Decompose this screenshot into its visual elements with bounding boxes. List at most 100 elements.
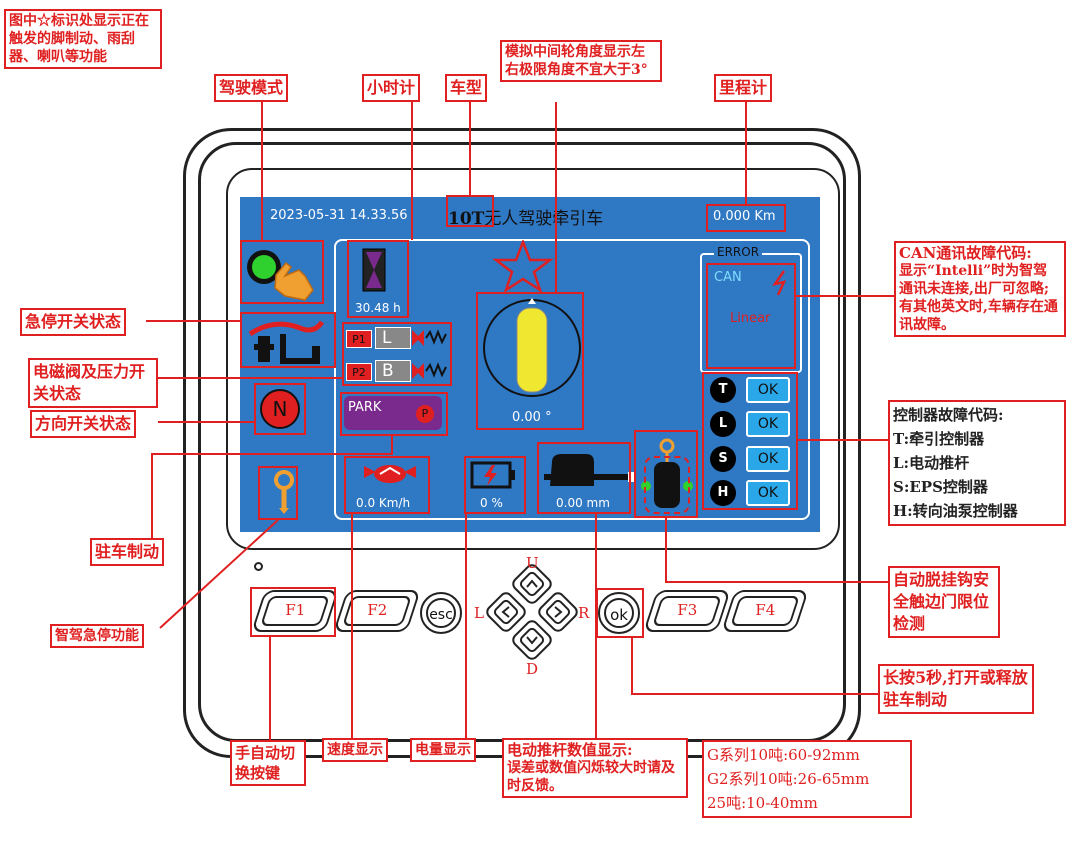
ok-label: ok xyxy=(604,598,634,628)
p2-badge: P2 xyxy=(346,363,372,381)
callout-spec-2: G2系列10吨:26-65mm xyxy=(707,770,870,788)
box-battery xyxy=(464,456,526,514)
box-hour-meter xyxy=(347,240,409,318)
callout-can-body: 显示“Intelli”时为智驾通讯未连接,出厂可忽略;有其他英文时,车辆存在通讯… xyxy=(899,263,1058,333)
box-drive-mode xyxy=(240,240,324,304)
controller-h-ok[interactable]: OK xyxy=(746,480,790,506)
estop-icon xyxy=(244,316,326,370)
callout-speed: 速度显示 xyxy=(322,738,388,762)
p2-spring-icon xyxy=(410,361,450,385)
controller-l-dot: L xyxy=(710,411,736,437)
box-wheel-angle xyxy=(476,292,584,430)
lightning-icon xyxy=(772,270,788,300)
callout-direction: 方向开关状态 xyxy=(30,410,137,438)
callout-can-title: CAN通讯故障代码: xyxy=(899,244,1032,262)
push-rod-icon xyxy=(540,452,636,492)
datetime-text: 2023-05-31 14.33.56 xyxy=(270,208,408,223)
controller-t-dot: T xyxy=(710,377,736,403)
box-controllers xyxy=(702,372,798,510)
box-push-rod xyxy=(537,442,631,514)
chevron-up-icon xyxy=(524,576,540,596)
dpad-right-label: R xyxy=(578,604,590,622)
p1-badge: P1 xyxy=(346,330,372,348)
error-title: ERROR xyxy=(714,245,763,259)
star-icon xyxy=(492,238,554,296)
box-valve xyxy=(342,322,452,386)
callout-ctrl-title: 控制器故障代码: xyxy=(893,406,1004,424)
speed-value: 0.0 Km/h xyxy=(356,496,411,510)
battery-icon xyxy=(470,461,518,493)
callout-ctrl-t: T:牵引控制器 xyxy=(893,430,985,448)
direction-letter: N xyxy=(272,397,288,421)
wheel-angle-value: 0.00 ° xyxy=(512,410,552,425)
battery-value: 0 % xyxy=(480,496,503,510)
hourglass-icon xyxy=(362,248,386,296)
p1-valve: L xyxy=(375,327,411,349)
p1-letter: L xyxy=(382,328,392,348)
odometer-value: 0.000 Km xyxy=(713,209,776,224)
vehicle-model: 10T xyxy=(448,209,485,229)
callout-push-rod: 电动推杆数值显示: 误差或数值闪烁较大时请及时反馈。 xyxy=(502,738,688,798)
callout-wheel-angle: 模拟中间轮角度显示左右极限角度不宜大于3° xyxy=(500,40,662,82)
chevron-right-icon xyxy=(550,604,566,624)
ok-key[interactable]: ok xyxy=(598,592,640,634)
controller-t-ok[interactable]: OK xyxy=(746,377,790,403)
park-indicator: PARK P xyxy=(344,396,442,430)
callout-auto-hitch: 自动脱挂钩安全触边门限位检测 xyxy=(888,566,1000,638)
hour-meter-value: 30.48 h xyxy=(355,301,401,315)
display-panel xyxy=(334,239,810,520)
p1-spring-icon xyxy=(410,328,450,352)
box-f1 xyxy=(250,587,336,637)
callout-vehicle-type: 车型 xyxy=(445,74,488,102)
push-rod-value: 0.00 mm xyxy=(556,496,610,510)
park-label: PARK xyxy=(348,400,382,415)
callout-star-note: 图中☆标识处显示正在触发的脚制动、雨刮器、喇叭等功能 xyxy=(4,9,162,69)
box-odometer xyxy=(706,204,786,232)
callout-spec-1: G系列10吨:60-92mm xyxy=(707,746,860,764)
callout-controllers: 控制器故障代码: T:牵引控制器 L:电动推杆 S:EPS控制器 H:转向油泵控… xyxy=(888,400,1066,526)
controller-l-ok[interactable]: OK xyxy=(746,411,790,437)
chevron-down-icon xyxy=(524,632,540,652)
esc-key[interactable]: esc xyxy=(420,592,462,634)
box-auto-hitch xyxy=(634,430,698,518)
box-estop xyxy=(240,312,336,368)
power-led xyxy=(254,562,263,571)
auto-hitch-dash-box xyxy=(644,456,690,514)
dpad-left-label: L xyxy=(474,604,484,622)
callout-smart-estop: 智驾急停功能 xyxy=(50,624,144,648)
chevron-left-icon xyxy=(498,604,514,624)
callout-battery: 电量显示 xyxy=(410,738,476,762)
p2-letter: B xyxy=(382,361,394,381)
vehicle-title: 10T无人驾驶牵引车 xyxy=(448,204,603,229)
callout-odometer: 里程计 xyxy=(714,74,773,102)
callout-long-press: 长按5秒,打开或释放驻车制动 xyxy=(878,664,1034,714)
box-vehicle-model xyxy=(446,195,494,227)
callout-spec-3: 25吨:10-40mm xyxy=(707,794,818,812)
callout-ctrl-l: L:电动推杆 xyxy=(893,454,970,472)
box-speed xyxy=(344,456,430,514)
speed-icon xyxy=(362,460,418,492)
callout-drive-mode: 驾驶模式 xyxy=(214,74,289,102)
callout-estop: 急停开关状态 xyxy=(20,308,127,336)
callout-specs: G系列10吨:60-92mm G2系列10吨:26-65mm 25吨:10-40… xyxy=(702,740,912,818)
esc-label: esc xyxy=(426,598,456,628)
p2-valve: B xyxy=(375,360,411,382)
box-park xyxy=(340,392,448,436)
smart-estop-key-icon xyxy=(272,470,296,518)
callout-ctrl-s: S:EPS控制器 xyxy=(893,478,988,496)
box-error xyxy=(706,263,796,369)
dpad-up-label: U xyxy=(526,554,539,572)
drive-mode-icon xyxy=(244,245,320,303)
park-badge: P xyxy=(416,405,434,423)
callout-ctrl-h: H:转向油泵控制器 xyxy=(893,502,1018,520)
box-smart-estop xyxy=(258,466,298,520)
callout-push-rod-body: 误差或数值闪烁较大时请及时反馈。 xyxy=(507,760,675,794)
controller-s-ok[interactable]: OK xyxy=(746,446,790,472)
callout-valve: 电磁阀及压力开关状态 xyxy=(28,358,158,408)
wheel-angle-gauge xyxy=(480,296,584,404)
callout-push-rod-title: 电动推杆数值显示: xyxy=(507,741,633,759)
error-code: Linear xyxy=(730,311,771,326)
direction-indicator: N xyxy=(260,389,300,429)
controller-s-dot: S xyxy=(710,446,736,472)
